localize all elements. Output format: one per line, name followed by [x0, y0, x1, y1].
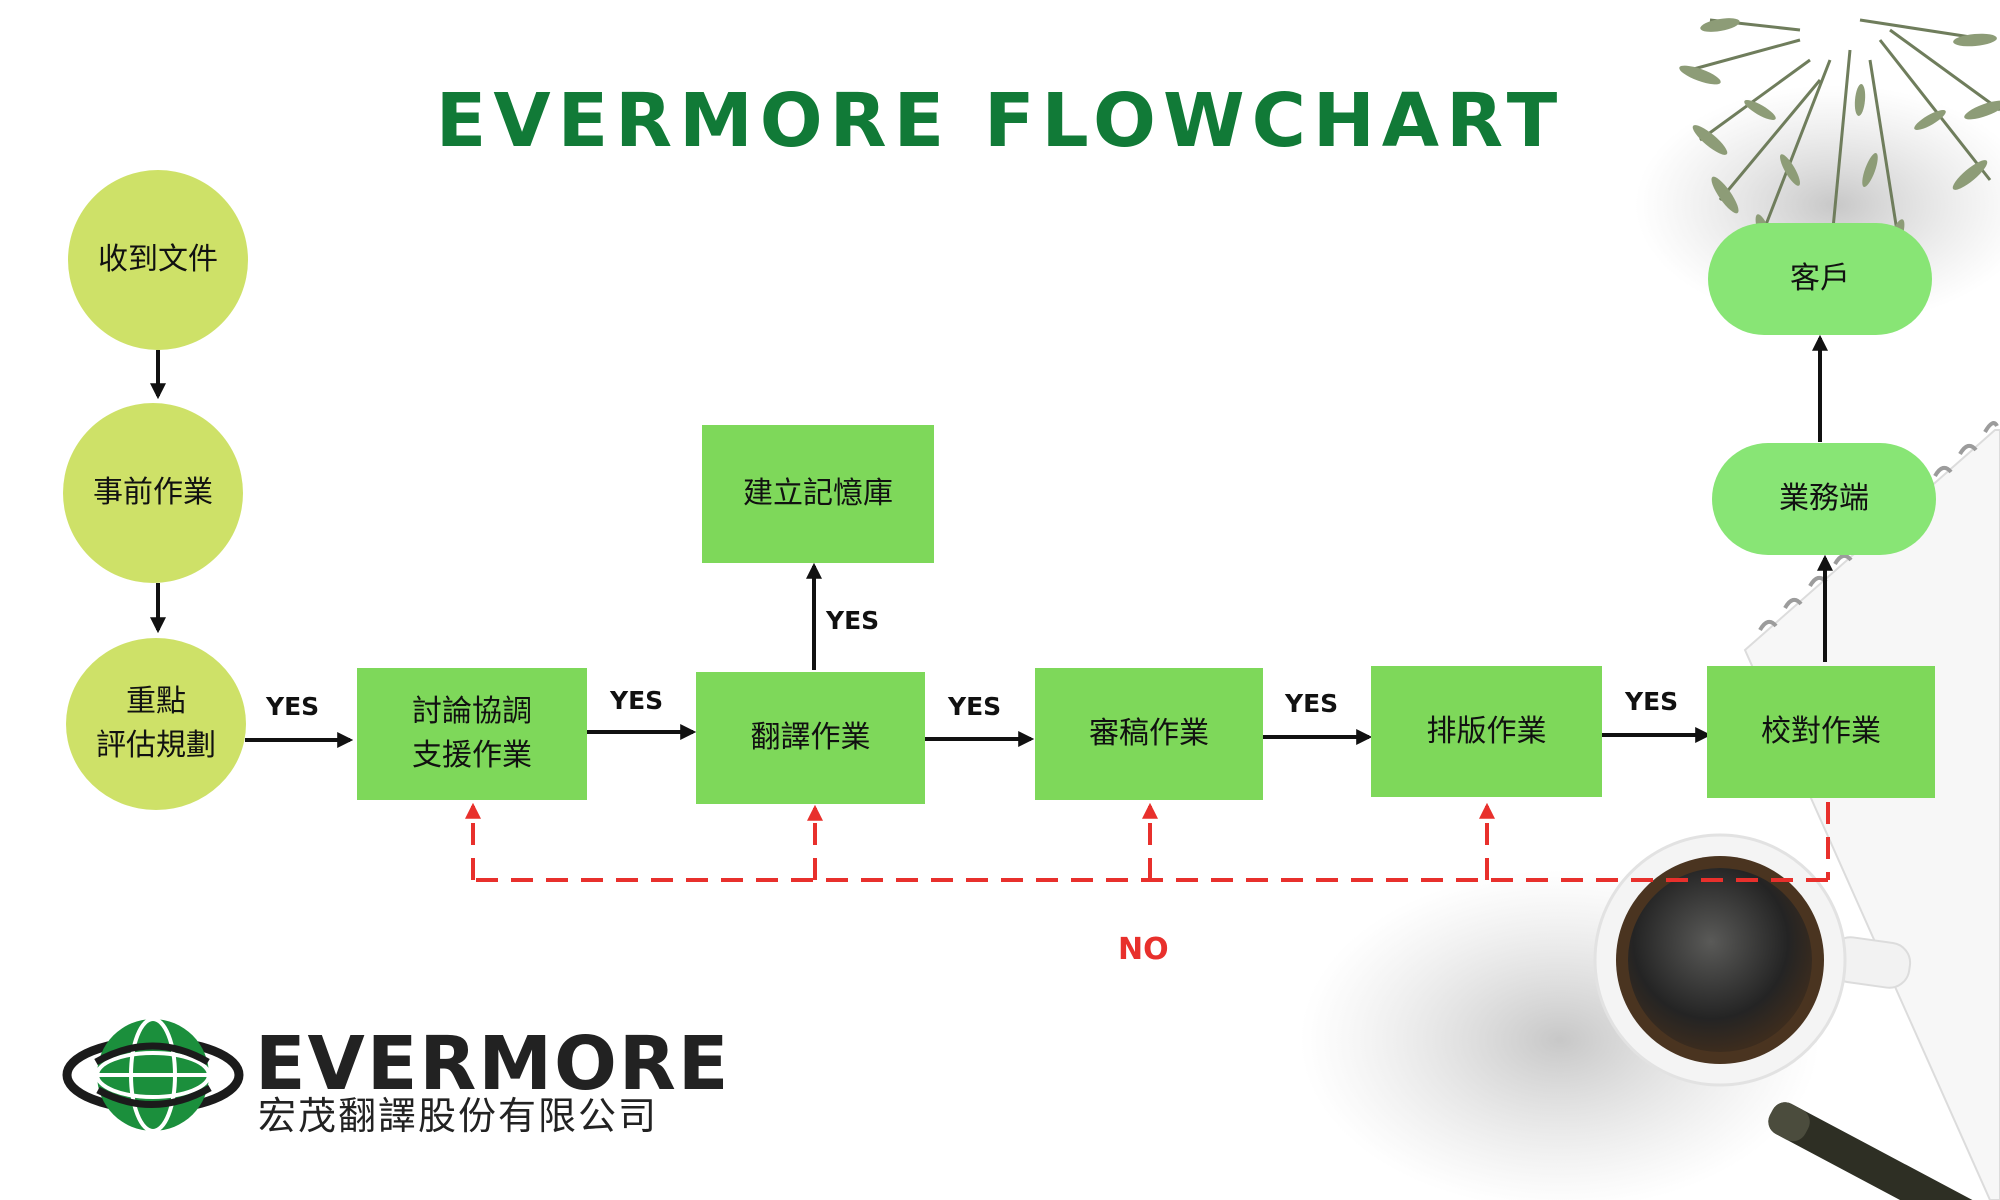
node-business: 業務端	[1712, 443, 1936, 555]
node-typesetting-label: 排版作業	[1426, 713, 1547, 749]
yes-label-assess-discuss: YES	[266, 692, 320, 721]
node-receive-document-label: 收到文件	[98, 242, 218, 277]
node-assessment-line-2: 評估規劃	[96, 728, 216, 763]
node-review: 審稿作業	[1035, 668, 1263, 800]
node-proofreading: 校對作業	[1707, 666, 1935, 798]
node-translation-memory-label: 建立記憶庫	[743, 476, 893, 511]
brand-name: EVERMORE	[255, 1021, 731, 1107]
node-review-label: 審稿作業	[1089, 716, 1209, 751]
node-translation: 翻譯作業	[696, 672, 925, 804]
node-client-label: 客戶	[1790, 261, 1850, 296]
node-assessment-planning: 重點 評估規劃	[66, 638, 246, 810]
evermore-logo-icon	[62, 1017, 244, 1133]
yes-label-review-typeset: YES	[1285, 689, 1339, 718]
node-business-label: 業務端	[1779, 481, 1869, 516]
yes-label-translate-memory: YES	[826, 606, 880, 635]
node-proofreading-label: 校對作業	[1761, 714, 1881, 749]
page-title: EVERMORE FLOWCHART	[435, 78, 1565, 164]
node-translation-label: 翻譯作業	[750, 720, 871, 755]
yes-label-discuss-translate: YES	[610, 686, 664, 715]
node-discussion-line-2: 支援作業	[412, 738, 532, 773]
pen-image	[1768, 1102, 2000, 1200]
no-label: NO	[1118, 932, 1169, 967]
node-pre-work: 事前作業	[63, 403, 243, 583]
node-typesetting: 排版作業	[1371, 666, 1602, 797]
yes-label-typeset-proof: YES	[1625, 687, 1679, 716]
node-assessment-line-1: 重點	[126, 684, 186, 719]
node-client: 客戶	[1708, 223, 1932, 335]
node-translation-memory: 建立記憶庫	[702, 425, 934, 563]
brand-subtitle: 宏茂翻譯股份有限公司	[258, 1094, 659, 1138]
coffee-cup-image	[1593, 833, 1912, 1087]
node-discussion-line-1: 討論協調	[412, 694, 532, 729]
node-discussion-support: 討論協調 支援作業	[357, 668, 587, 800]
yes-label-translate-review: YES	[948, 692, 1002, 721]
node-receive-document: 收到文件	[68, 170, 248, 350]
node-pre-work-label: 事前作業	[93, 475, 213, 510]
